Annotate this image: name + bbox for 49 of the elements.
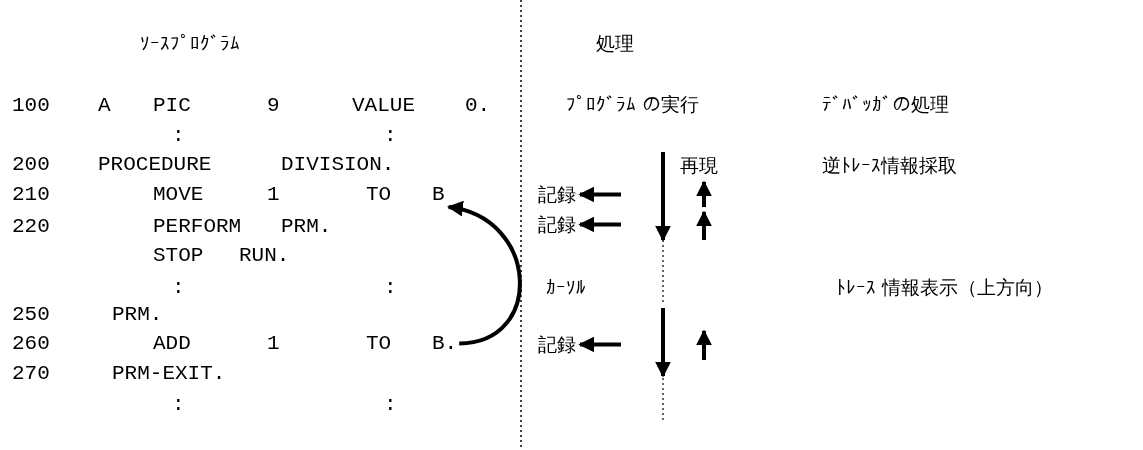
- code-token: PRM.: [112, 304, 163, 325]
- column-heading: ﾃﾞﾊﾞｯｶﾞの処理: [822, 95, 949, 114]
- ellipsis-mark: :: [384, 277, 397, 298]
- ellipsis-mark: :: [172, 125, 185, 146]
- code-token: 9: [267, 95, 280, 116]
- code-token: PRM.: [281, 216, 332, 237]
- code-token: VALUE: [352, 95, 415, 116]
- line-number: 260: [12, 333, 50, 354]
- ellipsis-mark: :: [384, 125, 397, 146]
- code-token: DIVISION.: [281, 154, 395, 175]
- line-number: 210: [12, 184, 50, 205]
- line-number: 270: [12, 363, 50, 384]
- code-token: 1: [267, 184, 280, 205]
- column-heading: 処理: [596, 34, 634, 53]
- code-token: PIC: [153, 95, 191, 116]
- code-token: TO: [366, 333, 392, 354]
- arrow: [578, 336, 621, 353]
- line-number: 100: [12, 95, 50, 116]
- code-token: PRM-EXIT.: [112, 363, 226, 384]
- code-token: PERFORM: [153, 216, 242, 237]
- code-token: TO: [366, 184, 392, 205]
- code-token: MOVE: [153, 184, 204, 205]
- line-number: 220: [12, 216, 50, 237]
- record-label: 記録: [538, 335, 576, 354]
- line-number: 250: [12, 304, 50, 325]
- code-token: PROCEDURE: [98, 154, 212, 175]
- column-heading: ｿｰｽﾌﾟﾛｸﾞﾗﾑ: [140, 34, 240, 53]
- code-token: B: [432, 184, 445, 205]
- ellipsis-mark: :: [172, 277, 185, 298]
- code-token: B.: [432, 333, 458, 354]
- record-label: 記録: [538, 215, 576, 234]
- arrow: [447, 202, 522, 346]
- step-label: 逆ﾄﾚｰｽ情報採取: [822, 156, 957, 175]
- code-token: ADD: [153, 333, 191, 354]
- arrow: [578, 186, 621, 203]
- record-label: 記録: [538, 185, 576, 204]
- code-token: A: [98, 95, 111, 116]
- ellipsis-mark: :: [172, 394, 185, 415]
- code-token: 1: [267, 333, 280, 354]
- column-heading: ﾌﾟﾛｸﾞﾗﾑ の実行: [566, 95, 700, 114]
- ellipsis-mark: :: [384, 394, 397, 415]
- step-label: 再現: [680, 156, 718, 175]
- code-token: STOP: [153, 245, 204, 266]
- code-token: RUN.: [239, 245, 290, 266]
- step-label: ﾄﾚｰｽ 情報表示（上方向）: [836, 278, 1054, 297]
- code-token: 0.: [465, 95, 491, 116]
- arrow: [578, 216, 621, 233]
- step-label: ｶｰｿﾙ: [546, 278, 586, 297]
- line-number: 200: [12, 154, 50, 175]
